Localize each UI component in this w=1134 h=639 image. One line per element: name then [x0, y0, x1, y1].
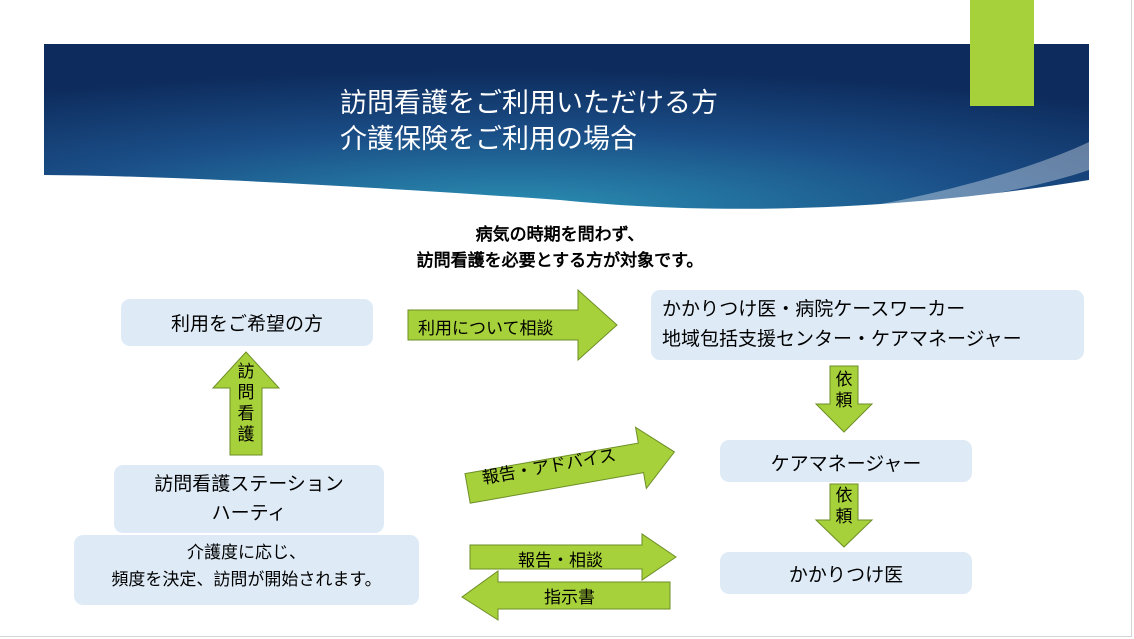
user-box-label: 利用をご希望の方 — [170, 313, 323, 335]
care-manager-box: ケアマネージャー — [720, 440, 972, 482]
subtitle-line-1: 病気の時期を問わず、 — [475, 225, 645, 245]
request-1-char-1: 依 — [835, 370, 853, 390]
visit-nursing-char-3: 看 — [237, 404, 255, 424]
accent-block — [970, 0, 1034, 106]
visit-nursing-arrow — [211, 351, 281, 456]
instruction-arrow-label: 指示書 — [544, 588, 595, 608]
title-line-2: 介護保険をご利用の場合 — [340, 124, 637, 155]
consultants-line-1: かかりつけ医・病院ケースワーカー — [662, 298, 966, 320]
start-line-1: 介護度に応じ、 — [187, 543, 306, 563]
station-line-2: ハーティ — [211, 502, 287, 524]
slide-title: 訪問看護をご利用いただける方 介護保険をご利用の場合 — [340, 86, 718, 158]
start-box: 介護度に応じ、 頻度を決定、訪問が開始されます。 — [74, 535, 419, 605]
visit-nursing-arrow-label: 訪 問 看 護 — [236, 362, 256, 446]
doctor-label: かかりつけ医 — [788, 564, 904, 586]
request-arrow-1-label: 依 頼 — [834, 370, 854, 412]
request-2-char-1: 依 — [835, 486, 853, 506]
consultants-box: かかりつけ医・病院ケースワーカー 地域包括支援センター・ケアマネージャー — [651, 290, 1084, 360]
user-box: 利用をご希望の方 — [121, 299, 373, 346]
request-arrow-1 — [814, 365, 874, 433]
station-box: 訪問看護ステーション ハーティ — [114, 465, 384, 533]
request-arrow-2-label: 依 頼 — [834, 486, 854, 528]
request-arrow-2 — [814, 483, 874, 548]
title-line-1: 訪問看護をご利用いただける方 — [340, 88, 718, 119]
visit-nursing-char-4: 護 — [237, 425, 255, 445]
consult-arrow — [407, 288, 618, 362]
visit-nursing-char-2: 問 — [237, 383, 255, 403]
instruction-arrow — [461, 570, 671, 621]
report-consult-arrow-label: 報告・相談 — [518, 551, 603, 571]
visit-nursing-char-1: 訪 — [237, 362, 255, 382]
request-2-char-2: 頼 — [835, 507, 853, 527]
request-1-char-2: 頼 — [835, 391, 853, 411]
consult-arrow-label: 利用について相談 — [418, 319, 554, 339]
subtitle-line-2: 訪問看護を必要とする方が対象です。 — [416, 251, 704, 271]
doctor-box: かかりつけ医 — [720, 552, 972, 594]
title-banner — [44, 44, 1089, 209]
station-line-1: 訪問看護ステーション — [154, 473, 344, 495]
report-advice-arrow — [464, 426, 676, 504]
report-consult-arrow — [469, 533, 677, 581]
start-line-2: 頻度を決定、訪問が開始されます。 — [111, 570, 382, 590]
care-manager-label: ケアマネージャー — [770, 453, 922, 475]
consultants-line-2: 地域包括支援センター・ケアマネージャー — [662, 328, 1022, 350]
subtitle: 病気の時期を問わず、 訪問看護を必要とする方が対象です。 — [300, 222, 820, 274]
